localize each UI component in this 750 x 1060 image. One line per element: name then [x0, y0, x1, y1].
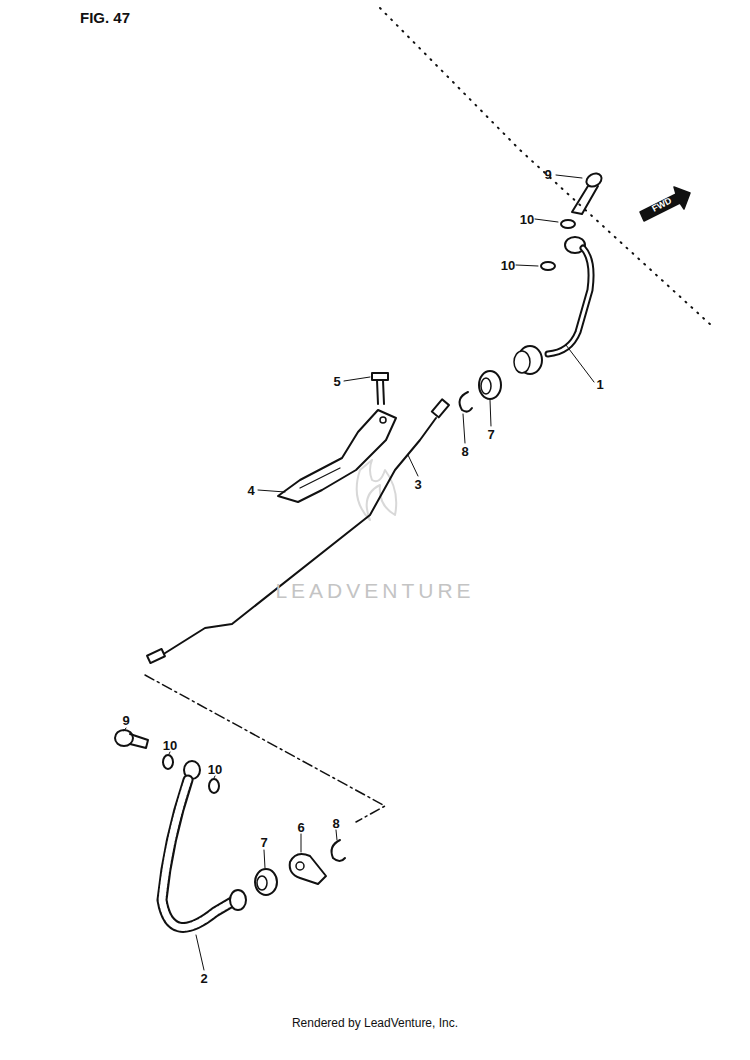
callout-number: 9 — [122, 714, 129, 727]
callout-number: 8 — [332, 817, 339, 830]
render-credit: Rendered by LeadVenture, Inc. — [292, 1017, 458, 1029]
callout-number: 1 — [596, 378, 603, 391]
callout-number: 7 — [260, 836, 267, 849]
callout-number: 10 — [208, 763, 222, 776]
callout-number: 4 — [247, 484, 254, 497]
callout-number: 9 — [544, 168, 551, 181]
callout-number: 2 — [200, 972, 207, 985]
callout-number: 7 — [487, 428, 494, 441]
callout-number: 8 — [461, 445, 468, 458]
callout-number: 10 — [520, 213, 534, 226]
callout-number: 3 — [414, 478, 421, 491]
watermark: LEADVENTURE — [275, 580, 474, 601]
callout-number: 10 — [163, 739, 177, 752]
figure-title: FIG. 47 — [80, 10, 130, 25]
callout-number: 10 — [501, 259, 515, 272]
callout-number: 5 — [333, 375, 340, 388]
callout-number: 6 — [297, 821, 304, 834]
